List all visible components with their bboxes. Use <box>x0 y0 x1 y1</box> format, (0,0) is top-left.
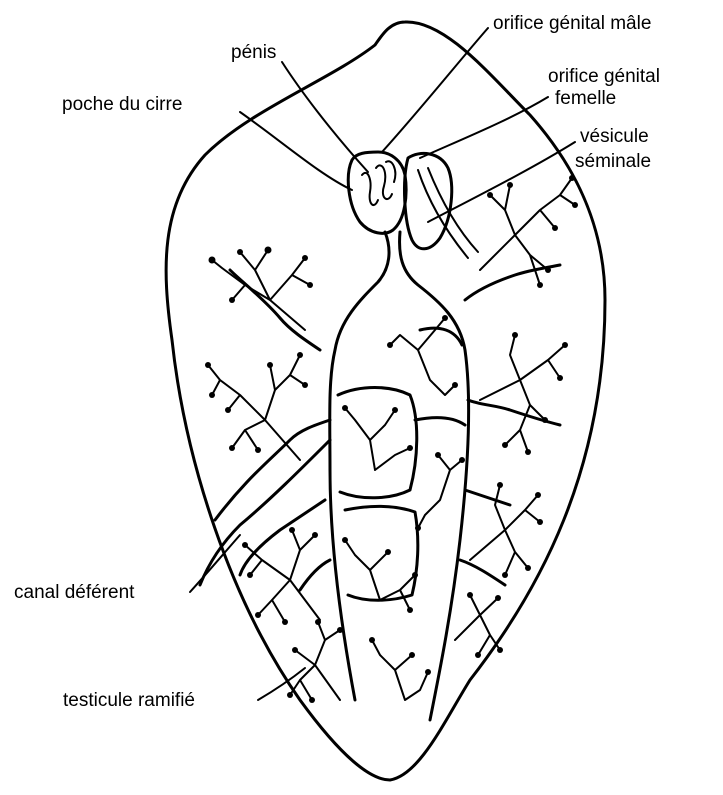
cirrus-pouch <box>348 152 406 233</box>
branched-testis-center-upper <box>387 315 458 395</box>
label-orifice-genital-male: orifice génital mâle <box>493 13 651 34</box>
leader-canal-deferent <box>190 535 240 592</box>
branched-testis-left-upper <box>209 247 314 331</box>
branched-testis-left-lower <box>242 527 320 625</box>
label-penis: pénis <box>231 42 276 63</box>
penis-folds <box>362 161 395 205</box>
leader-orifice-femelle <box>420 97 548 158</box>
branched-testis-left-middle <box>205 352 308 460</box>
label-testicule-ramifie: testicule ramifié <box>63 690 195 711</box>
leader-orifice-male <box>382 28 488 152</box>
branched-testis-center-right <box>415 452 465 531</box>
leader-poche-du-cirre <box>240 112 352 190</box>
branched-testis-center-middle <box>342 405 413 470</box>
label-vesicule-seminale-line1: vésicule <box>580 126 649 147</box>
label-poche-du-cirre: poche du cirre <box>62 94 182 115</box>
branched-testis-left-bottom <box>287 619 343 703</box>
label-orifice-genital-femelle-line1: orifice génital <box>548 66 660 87</box>
body-outline <box>166 22 605 780</box>
branched-testis-center-bottom <box>369 637 431 700</box>
label-vesicule-seminale-line2: séminale <box>575 151 651 172</box>
branched-testis-right-middle <box>480 332 568 455</box>
branched-testis-right-bottom <box>455 592 503 658</box>
label-canal-deferent: canal déférent <box>14 582 135 603</box>
label-orifice-genital-femelle-line2: femelle <box>555 88 616 109</box>
right-testis-outline <box>460 265 560 585</box>
